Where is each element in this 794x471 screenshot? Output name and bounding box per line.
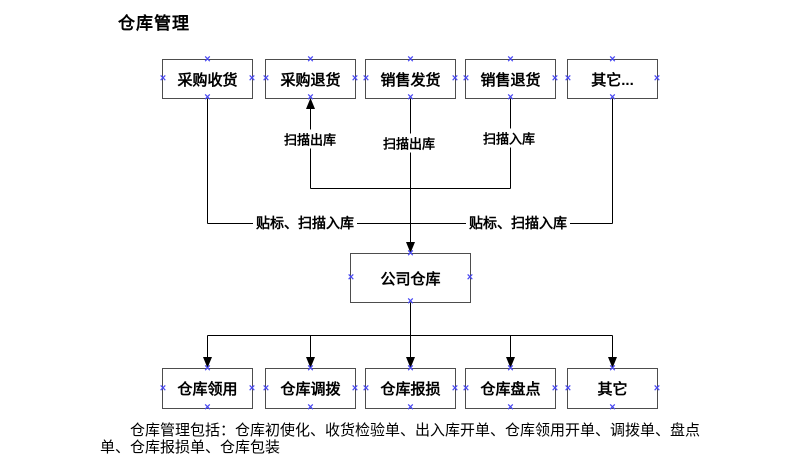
edge-label-label-scan-in-right: 贴标、扫描入库 [466,213,570,233]
arrowhead-icons [203,98,617,368]
node-label: 采购退货 [280,71,341,89]
node-warehouse-damage[interactable]: 仓库报损 ×××× [363,363,458,413]
edge-label-scan-out-center: 扫描出库 [379,133,439,153]
node-label: 采购收货 [177,71,238,89]
page-title: 仓库管理 [118,14,190,33]
node-label: 其它... [591,71,634,89]
edge-label-scan-in-right: 扫描入库 [479,128,539,148]
node-label: 仓库盘点 [480,381,541,398]
node-sales-shipping[interactable]: 销售发货 ×××× [363,54,458,103]
node-sales-return[interactable]: 销售退货 ×××× [463,54,558,103]
node-company-warehouse[interactable]: 公司仓库 ×××× [348,248,473,307]
node-label: 其它 [597,381,628,398]
node-label: 仓库调拨 [280,381,341,398]
edge-label-scan-out-left: 扫描出库 [280,129,340,149]
node-purchase-receiving[interactable]: 采购收货 ×××× [160,54,255,103]
node-label: 公司仓库 [380,270,441,288]
node-label: 销售退货 [480,71,541,89]
node-other-top[interactable]: 其它... ×××× [565,54,660,103]
node-purchase-return[interactable]: 采购退货 ×××× [263,54,358,103]
node-label: 销售发货 [380,71,441,89]
edge-label-label-scan-in-left: 贴标、扫描入库 [253,213,357,233]
node-warehouse-stocktake[interactable]: 仓库盘点 ×××× [463,363,558,413]
node-warehouse-transfer[interactable]: 仓库调拨 ×××× [263,363,358,413]
node-warehouse-requisition[interactable]: 仓库领用 ×××× [160,363,255,413]
node-label: 仓库报损 [380,381,441,398]
footer-description: 仓库管理包括：仓库初使化、收货检验单、出入库开单、仓库领用开单、调拨单、盘点单、… [100,422,701,456]
node-other-bottom[interactable]: 其它 ×××× [565,363,660,413]
node-label: 仓库领用 [177,381,238,398]
